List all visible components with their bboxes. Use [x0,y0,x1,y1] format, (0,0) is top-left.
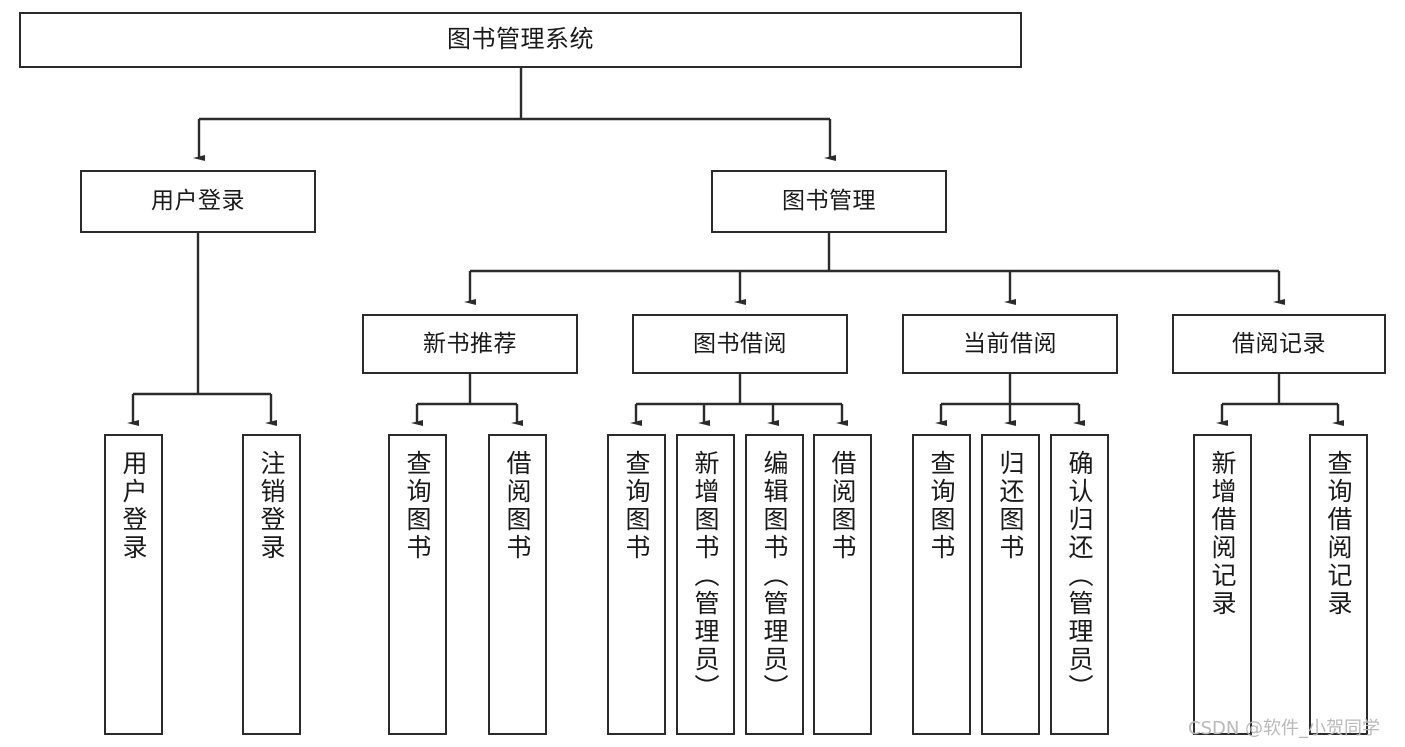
leaf-book-borrow-edit-book-admin[interactable]: 编辑图书（管理员） [745,434,804,735]
node-user-login[interactable]: 用户登录 [80,170,316,233]
leaf-borrow-record-add-record[interactable]: 新增借阅记录 [1193,434,1252,735]
leaf-borrow-record-query-record[interactable]: 查询借阅记录 [1309,434,1368,735]
leaf-new-book-borrow-book[interactable]: 借阅图书 [488,434,547,735]
node-label: 注销登录 [257,450,286,562]
node-label: 新增借阅记录 [1208,450,1237,618]
node-new-book-recommend[interactable]: 新书推荐 [362,314,578,374]
csdn-watermark: CSDN @软件_小贺同学 [1188,718,1381,739]
node-label: 图书管理 [782,188,876,215]
leaf-new-book-query-book[interactable]: 查询图书 [388,434,447,735]
node-label: 归还图书 [996,450,1025,562]
node-label: 借阅图书 [828,450,857,562]
node-label: 查询图书 [403,450,432,562]
node-label: 确认归还（管理员） [1065,450,1094,702]
leaf-book-borrow-add-book-admin[interactable]: 新增图书（管理员） [676,434,735,735]
node-label: 查询图书 [622,450,651,562]
node-label: 用户登录 [119,450,148,562]
node-label: 图书借阅 [693,330,787,357]
leaf-current-borrow-return-book[interactable]: 归还图书 [981,434,1040,735]
node-label: 查询图书 [927,450,956,562]
node-current-borrow[interactable]: 当前借阅 [902,314,1118,374]
node-book-borrow[interactable]: 图书借阅 [632,314,848,374]
leaf-book-borrow-query-book[interactable]: 查询图书 [607,434,666,735]
node-root-book-management-system[interactable]: 图书管理系统 [19,12,1022,68]
node-label: 图书管理系统 [447,25,594,54]
leaf-user-login-login[interactable]: 用户登录 [104,434,163,735]
node-book-management[interactable]: 图书管理 [711,170,947,233]
leaf-current-borrow-confirm-return-admin[interactable]: 确认归还（管理员） [1050,434,1109,735]
node-label: 新增图书（管理员） [691,450,720,702]
node-borrow-record[interactable]: 借阅记录 [1172,314,1386,374]
node-label: 当前借阅 [963,330,1057,357]
leaf-book-borrow-borrow-book[interactable]: 借阅图书 [813,434,872,735]
node-label: 借阅图书 [503,450,532,562]
leaf-current-borrow-query-book[interactable]: 查询图书 [912,434,971,735]
leaf-user-login-logout[interactable]: 注销登录 [242,434,301,735]
node-label: 借阅记录 [1232,330,1326,357]
node-label: 编辑图书（管理员） [760,450,789,702]
node-label: 查询借阅记录 [1324,450,1353,618]
node-label: 新书推荐 [423,330,517,357]
node-label: 用户登录 [151,188,245,215]
